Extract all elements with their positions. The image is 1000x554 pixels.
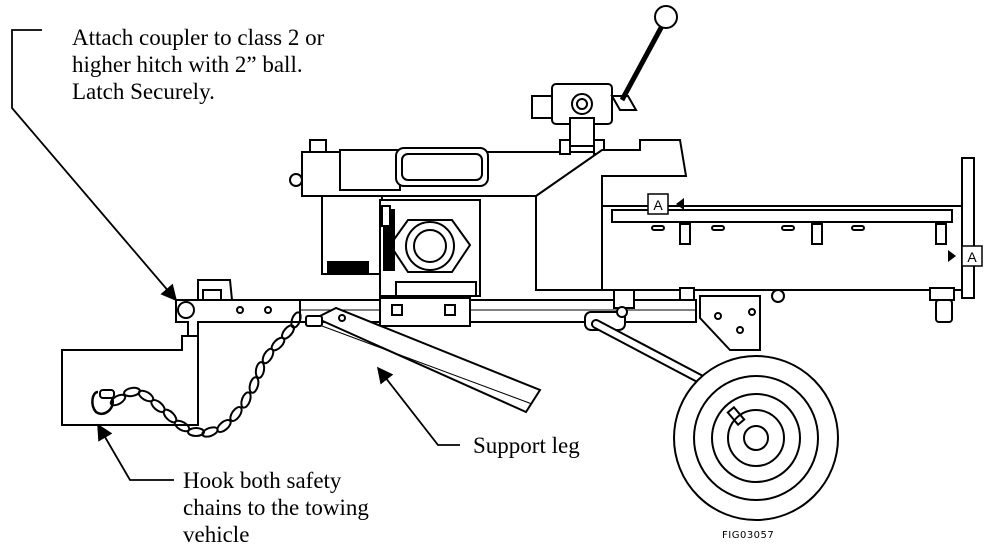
svg-text:A: A (967, 249, 977, 265)
leader-support-leg (377, 366, 460, 446)
cylinder (535, 139, 975, 323)
support-leg (305, 306, 542, 414)
section-marker-left: A (647, 193, 684, 215)
coupler (175, 279, 301, 337)
wheel (673, 355, 839, 521)
leader-chains (97, 423, 174, 481)
svg-text:A: A (653, 197, 663, 213)
callout-coupler: Attach coupler to class 2 or higher hitc… (72, 25, 325, 104)
leader-coupler (11, 29, 178, 302)
callout-support-leg: Support leg (473, 433, 580, 458)
section-marker-right: A (948, 245, 983, 267)
callout-safety-chains: Hook both safety chains to the towing ve… (183, 468, 369, 547)
safety-chain (109, 311, 302, 438)
figure-id: FIG03057 (722, 530, 775, 541)
control-valve (531, 5, 678, 155)
leader-lines (11, 29, 460, 481)
towing-vehicle-receiver (61, 335, 199, 426)
